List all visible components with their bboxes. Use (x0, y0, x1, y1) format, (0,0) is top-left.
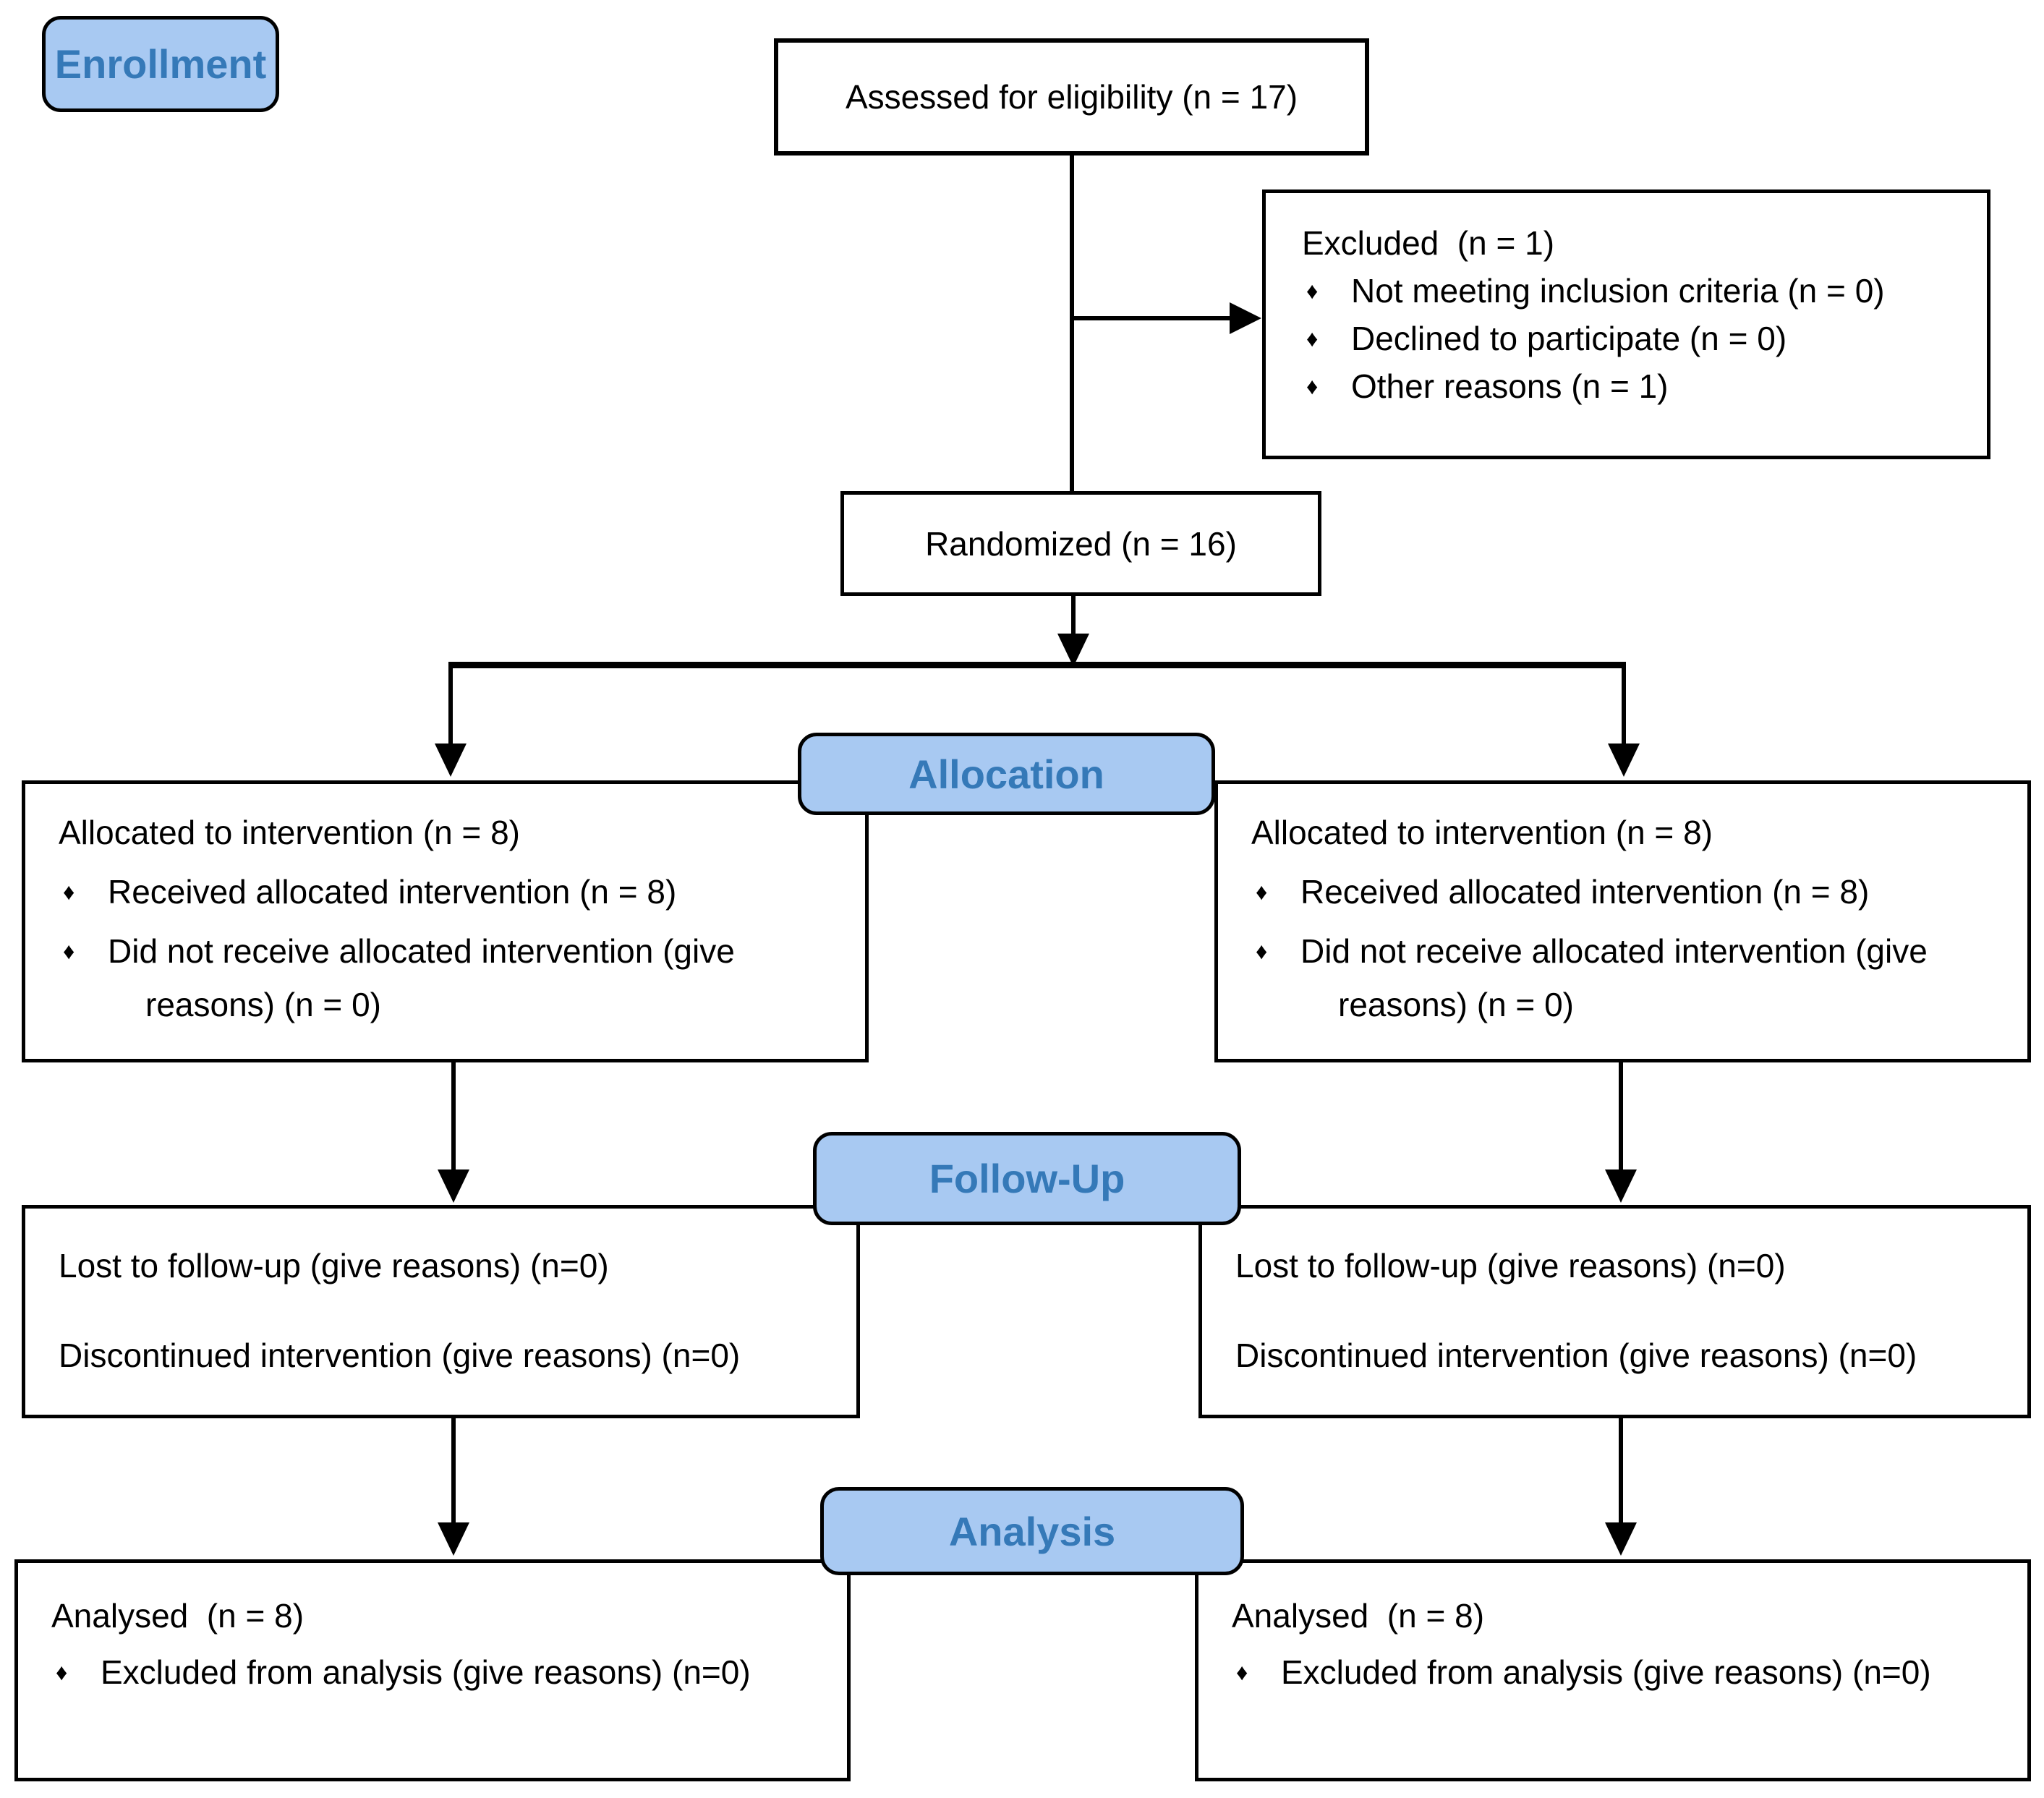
arrowhead-alloc-right (1608, 744, 1640, 777)
diamond-bullet-icon: ♦ (1236, 1659, 1248, 1685)
followup-right-lost-text: Lost to follow-up (give reasons) (n=0) (1235, 1247, 1786, 1284)
split-line (448, 662, 1626, 668)
arrowhead-followup-left (438, 1169, 469, 1203)
arrowhead-followup-right (1605, 1169, 1637, 1203)
allocation-right-notreceived-text: Did not receive allocated intervention (… (1300, 932, 1928, 970)
assessed-eligibility-text: Assessed for eligibility (n = 17) (845, 78, 1298, 116)
connector-randomized-to-split (1071, 596, 1076, 636)
connector-split-to-alloc-right (1622, 662, 1626, 745)
allocation-right-title: Allocated to intervention (n = 8) (1251, 814, 1713, 851)
phase-label-followup: Follow-Up (813, 1132, 1241, 1225)
allocation-left-notreceived-text: Did not receive allocated intervention (… (108, 932, 735, 970)
arrowhead-split (1057, 634, 1089, 667)
randomized-text: Randomized (n = 16) (925, 524, 1237, 563)
allocation-right-box: Allocated to intervention (n = 8) ♦ Recei… (1214, 780, 2031, 1062)
phase-label-analysis: Analysis (820, 1487, 1244, 1575)
allocation-right-bullet-notreceived: ♦ Did not receive allocated intervention … (1251, 924, 2019, 978)
randomized-box: Randomized (n = 16) (840, 491, 1321, 596)
followup-left-box: Lost to follow-up (give reasons) (n=0) D… (22, 1205, 860, 1418)
phase-label-allocation: Allocation (798, 733, 1215, 815)
diamond-bullet-icon: ♦ (1306, 278, 1319, 304)
analysis-left-title: Analysed (n = 8) (51, 1597, 305, 1635)
connector-assessed-to-randomized (1070, 155, 1074, 491)
analysis-left-excluded-text: Excluded from analysis (give reasons) (n… (101, 1653, 751, 1691)
arrowhead-analysis-left (438, 1522, 469, 1556)
connector-to-excluded (1072, 316, 1230, 320)
diamond-bullet-icon: ♦ (1306, 373, 1319, 399)
diamond-bullet-icon: ♦ (1306, 325, 1319, 351)
phase-label-enrollment: Enrollment (42, 16, 279, 112)
diamond-bullet-icon: ♦ (1256, 879, 1268, 905)
allocation-left-bullet-received: ♦ Received allocated intervention (n = 8) (59, 865, 856, 919)
allocation-right-bullet-received: ♦ Received allocated intervention (n = 8) (1251, 865, 2019, 919)
allocation-left-box: Allocated to intervention (n = 8) ♦ Recei… (22, 780, 869, 1062)
arrowhead-analysis-right (1605, 1522, 1637, 1556)
analysis-right-box: Analysed (n = 8) ♦ Excluded from analysis… (1195, 1559, 2031, 1781)
arrowhead-alloc-left (435, 744, 467, 777)
connector-followup-to-analysis-left (451, 1418, 456, 1524)
excluded-title: Excluded (n = 1) (1302, 224, 1555, 262)
excluded-bullet-declined: ♦ Declined to participate (n = 0) (1302, 315, 1972, 362)
followup-right-box: Lost to follow-up (give reasons) (n=0) D… (1198, 1205, 2031, 1418)
followup-right-discontinued-text: Discontinued intervention (give reasons)… (1235, 1337, 1917, 1374)
excluded-bullet-other: ♦ Other reasons (n = 1) (1302, 362, 1972, 410)
connector-alloc-to-followup-left (451, 1062, 456, 1171)
allocation-left-bullet-notreceived: ♦ Did not receive allocated intervention … (59, 924, 856, 978)
analysis-right-excluded-text: Excluded from analysis (give reasons) (n… (1281, 1653, 1931, 1691)
followup-left-discontinued-text: Discontinued intervention (give reasons)… (59, 1337, 741, 1374)
diamond-bullet-icon: ♦ (63, 938, 75, 964)
excluded-box: Excluded (n = 1) ♦ Not meeting inclusion … (1262, 189, 1990, 459)
analysis-right-bullet-excluded: ♦ Excluded from analysis (give reasons) (… (1232, 1650, 2019, 1695)
diamond-bullet-icon: ♦ (56, 1659, 68, 1685)
connector-followup-to-analysis-right (1619, 1418, 1623, 1524)
arrowhead-excluded (1230, 302, 1261, 334)
analysis-right-title: Analysed (n = 8) (1232, 1597, 1485, 1635)
allocation-right-received-text: Received allocated intervention (n = 8) (1300, 873, 1870, 911)
diamond-bullet-icon: ♦ (63, 879, 75, 905)
allocation-right-notreceived-cont: reasons) (n = 0) (1338, 986, 1574, 1023)
analysis-left-bullet-excluded: ♦ Excluded from analysis (give reasons) (… (51, 1650, 838, 1695)
allocation-left-notreceived-cont: reasons) (n = 0) (145, 986, 381, 1023)
allocation-left-received-text: Received allocated intervention (n = 8) (108, 873, 677, 911)
assessed-eligibility-box: Assessed for eligibility (n = 17) (774, 38, 1369, 155)
connector-split-to-alloc-left (448, 662, 453, 745)
excluded-bullet-not-meeting-text: Not meeting inclusion criteria (n = 0) (1351, 272, 1885, 310)
excluded-bullet-not-meeting: ♦ Not meeting inclusion criteria (n = 0) (1302, 267, 1972, 315)
excluded-bullet-other-text: Other reasons (n = 1) (1351, 367, 1669, 405)
analysis-left-box: Analysed (n = 8) ♦ Excluded from analysis… (14, 1559, 851, 1781)
connector-alloc-to-followup-right (1619, 1062, 1623, 1171)
allocation-left-title: Allocated to intervention (n = 8) (59, 814, 520, 851)
diamond-bullet-icon: ♦ (1256, 938, 1268, 964)
excluded-bullet-declined-text: Declined to participate (n = 0) (1351, 320, 1787, 357)
followup-left-lost-text: Lost to follow-up (give reasons) (n=0) (59, 1247, 609, 1284)
